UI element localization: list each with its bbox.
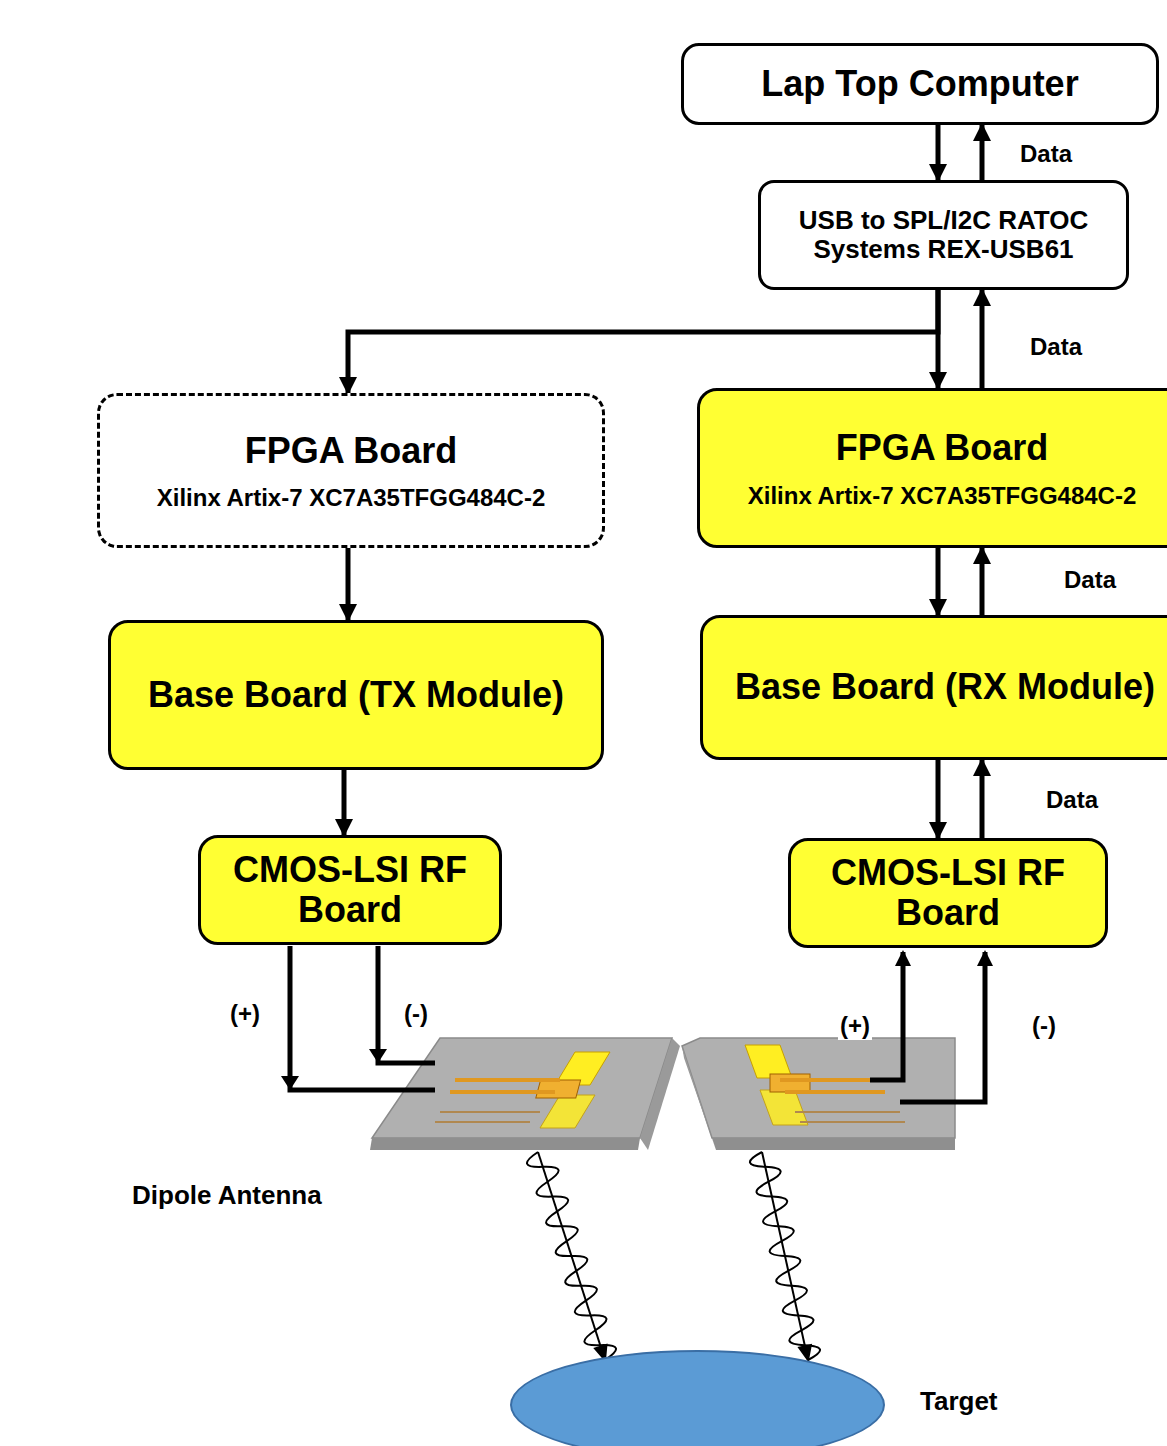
data-arrow: [342, 770, 347, 835]
node-title: Target: [920, 1387, 998, 1416]
data-arrow: [980, 290, 985, 388]
computer-box: Lap Top Computer: [681, 43, 1159, 125]
edge-label: Data: [1018, 140, 1074, 168]
node-subtitle: Xilinx Artix-7 XC7A35TFGG484C-2: [738, 483, 1147, 508]
data-arrow: [980, 760, 985, 838]
node-title: USB to SPL/I2C RATOC Systems REX-USB61: [761, 206, 1126, 264]
data-arrow: [980, 125, 985, 180]
arrow-head: [369, 1049, 387, 1063]
data-arrow: [936, 125, 941, 180]
polarity-label: (-): [402, 1000, 430, 1028]
base-board-box: Base Board (RX Module): [700, 615, 1167, 760]
data-arrow: [980, 548, 985, 615]
fpga-board-box: FPGA BoardXilinx Artix-7 XC7A35TFGG484C-…: [97, 393, 605, 548]
edge-label: Data: [1044, 786, 1100, 814]
data-arrow: [936, 548, 941, 615]
dipole-antenna: [682, 1038, 955, 1150]
edge-label: Data: [1062, 566, 1118, 594]
data-arrow: [936, 760, 941, 838]
edge-label: Data: [1028, 333, 1084, 361]
node-title: FPGA Board: [235, 431, 468, 471]
node-title: CMOS-LSI RF Board: [791, 853, 1105, 934]
target-ellipse: Target: [510, 1350, 885, 1446]
polarity-label: (+): [838, 1012, 872, 1040]
radio-wave: [527, 1152, 820, 1360]
base-board-box: Base Board (TX Module): [108, 620, 604, 770]
node-title: CMOS-LSI RF Board: [201, 850, 499, 931]
antenna-label: Dipole Antenna: [130, 1180, 324, 1211]
polarity-label: (-): [1030, 1012, 1058, 1040]
rf-board-box: CMOS-LSI RF Board: [198, 835, 502, 945]
node-title: FPGA Board: [826, 428, 1059, 468]
data-arrow: [936, 290, 941, 388]
node-title: Lap Top Computer: [751, 64, 1088, 104]
data-arrow: [346, 548, 351, 620]
node-title: Base Board (TX Module): [138, 675, 574, 715]
rf-board-box: CMOS-LSI RF Board: [788, 838, 1108, 948]
node-subtitle: Xilinx Artix-7 XC7A35TFGG484C-2: [147, 485, 556, 510]
data-arrow: [348, 290, 938, 393]
fpga-board-box: FPGA BoardXilinx Artix-7 XC7A35TFGG484C-…: [697, 388, 1167, 548]
arrow-head: [281, 1076, 299, 1090]
usb-interface-box: USB to SPL/I2C RATOC Systems REX-USB61: [758, 180, 1129, 290]
node-title: Base Board (RX Module): [725, 667, 1165, 707]
polarity-label: (+): [228, 1000, 262, 1028]
dipole-antenna: [370, 1038, 680, 1150]
feed-wire: [290, 946, 985, 1102]
